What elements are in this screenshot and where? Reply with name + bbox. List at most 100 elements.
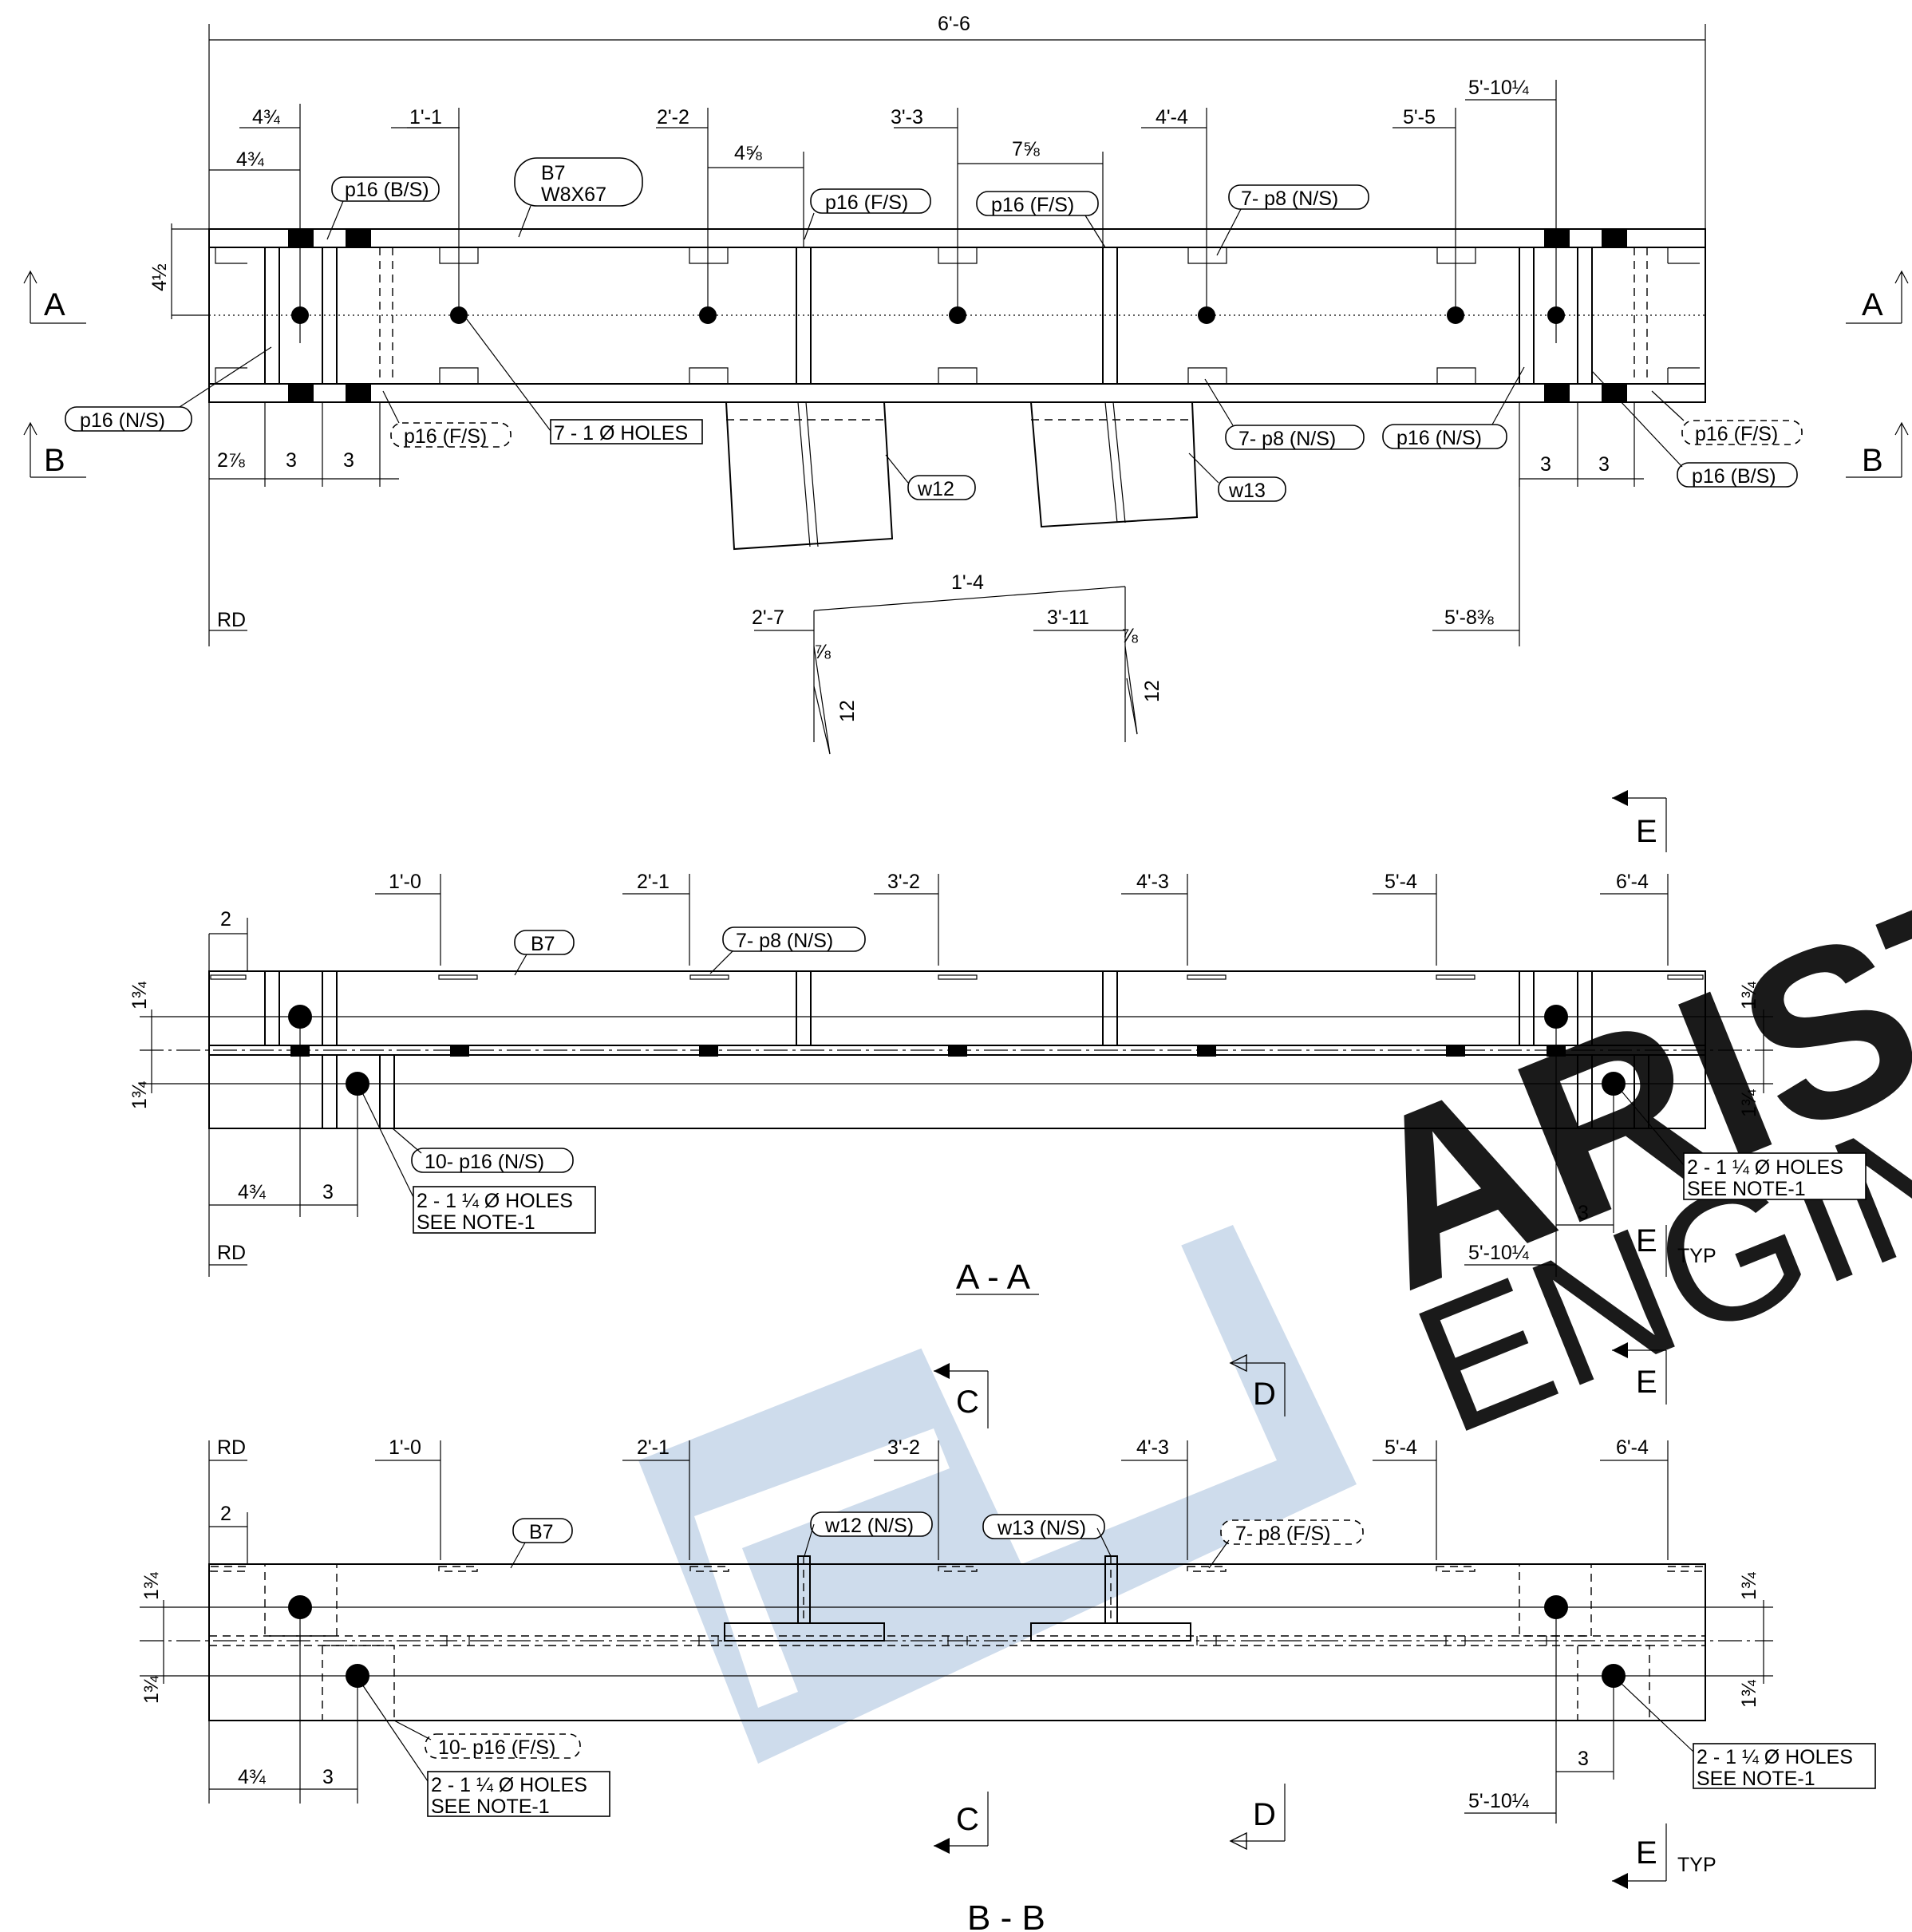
beam-size: W8X67 xyxy=(541,184,606,206)
callout-w12: w12 xyxy=(917,478,954,500)
dim-7-5-8: 7⅝ xyxy=(1012,138,1040,160)
rd-label: RD xyxy=(217,609,246,631)
dim-3-c: 3 xyxy=(1540,453,1551,476)
aa-holes-right-1: 2 - 1 ¼ Ø HOLES xyxy=(1687,1156,1843,1179)
bb-holes-left-1: 2 - 1 ¼ Ø HOLES xyxy=(431,1774,587,1796)
section-mark-a-left-label: A xyxy=(44,287,65,322)
dim-5-5: 5'-5 xyxy=(1403,106,1436,128)
aa-dim-side-2: 1¾ xyxy=(128,1081,151,1109)
dim-7-8-a: ⅞ xyxy=(814,641,831,663)
section-aa-title: A - A xyxy=(956,1258,1031,1297)
aa-mark-typ: TYP xyxy=(1677,1245,1716,1267)
section-mark-b-right-label: B xyxy=(1862,443,1883,478)
callout-p16-fs-right: p16 (F/S) xyxy=(1695,423,1778,445)
bb-callout-w12: w12 (N/S) xyxy=(824,1515,914,1537)
section-bb-title: B - B xyxy=(967,1898,1045,1932)
bb-dim-2: 2 xyxy=(220,1503,231,1525)
aa-dim-2-1: 2'-1 xyxy=(637,871,670,893)
dim-5-8-3-8: 5'-8⅜ xyxy=(1444,606,1494,629)
aa-dim-side-3: 1¾ xyxy=(1738,981,1760,1009)
aa-holes-right-2: SEE NOTE-1 xyxy=(1687,1178,1806,1200)
callout-w13: w13 xyxy=(1228,480,1266,502)
aa-dim-2: 2 xyxy=(220,908,231,930)
bb-dim-6-4: 6'-4 xyxy=(1616,1436,1649,1459)
callout-p16-bs-right: p16 (B/S) xyxy=(1692,465,1776,488)
dim-4-4: 4'-4 xyxy=(1155,106,1188,128)
aa-mark-e-bottom-label: E xyxy=(1636,1223,1657,1258)
bb-dim-side-2: 1¾ xyxy=(140,1675,163,1704)
aa-callout-p16: 10- p16 (N/S) xyxy=(425,1151,544,1173)
aa-holes-left-2: SEE NOTE-1 xyxy=(417,1211,535,1234)
bb-holes-right-1: 2 - 1 ¼ Ø HOLES xyxy=(1697,1746,1853,1768)
dim-7-8-b: ⅞ xyxy=(1121,625,1138,647)
dim-3-b: 3 xyxy=(343,449,354,472)
bb-section-mark-e-bottom[interactable]: E TYP xyxy=(1612,1823,1716,1889)
dim-1-1: 1'-1 xyxy=(409,106,442,128)
dim-4-5-8: 4⅝ xyxy=(734,142,762,164)
callout-p16-ns-left: p16 (N/S) xyxy=(80,409,165,432)
callout-p8-ns-top: 7- p8 (N/S) xyxy=(1241,188,1338,210)
bb-dim-3-b: 3 xyxy=(1578,1748,1589,1770)
bb-section-mark-e-top[interactable]: E xyxy=(1612,1342,1667,1405)
bb-dim-5-4: 5'-4 xyxy=(1385,1436,1417,1459)
aa-beam-mark: B7 xyxy=(531,933,555,955)
section-mark-a-right[interactable]: A xyxy=(1846,270,1909,324)
aa-dim-5-10-1-4: 5'-10¼ xyxy=(1468,1242,1530,1264)
bb-section-mark-c-top[interactable]: C xyxy=(934,1363,989,1428)
dim-12-a: 12 xyxy=(836,700,859,722)
bb-dim-5-10-1-4: 5'-10¼ xyxy=(1468,1790,1530,1812)
dim-5-10-1-4: 5'-10¼ xyxy=(1468,77,1530,99)
callout-holes: 7 - 1 Ø HOLES xyxy=(554,422,688,444)
aa-rd-label: RD xyxy=(217,1242,246,1264)
bb-holes-left-2: SEE NOTE-1 xyxy=(431,1796,550,1818)
aa-callout-p8: 7- p8 (N/S) xyxy=(736,930,833,952)
aa-dim-3-a: 3 xyxy=(322,1181,334,1203)
bb-dim-2-1: 2'-1 xyxy=(637,1436,670,1459)
callout-p16-bs-left: p16 (B/S) xyxy=(345,179,429,201)
section-mark-a-right-label: A xyxy=(1862,287,1883,322)
bb-mark-d-bottom-label: D xyxy=(1253,1797,1276,1832)
bb-section-mark-d-bottom[interactable]: D xyxy=(1229,1784,1286,1851)
aa-dim-6-4: 6'-4 xyxy=(1616,871,1649,893)
dim-4-3-4-b: 4¾ xyxy=(236,148,265,171)
section-mark-a-left[interactable]: A xyxy=(23,270,86,324)
bb-dim-3-a: 3 xyxy=(322,1766,334,1788)
bb-section-mark-c-bottom[interactable]: C xyxy=(934,1792,989,1854)
aa-dim-side-4: 1¾ xyxy=(1738,1088,1760,1117)
bb-dim-side-3: 1¾ xyxy=(1738,1571,1760,1600)
dim-4-1-2: 4½ xyxy=(148,263,171,291)
section-bb: RD 1'-0 2'-1 3'-2 4'-3 5'-4 6'-4 2 1¾ 1¾… xyxy=(140,1342,1876,1932)
dim-4-3-4-a: 4¾ xyxy=(252,106,281,128)
bb-section-mark-d-top[interactable]: D xyxy=(1229,1353,1286,1416)
dim-1-4: 1'-4 xyxy=(951,571,984,594)
bb-dim-side-1: 1¾ xyxy=(140,1571,163,1600)
bb-mark-e-bottom-label: E xyxy=(1636,1835,1657,1871)
bb-dim-1-0: 1'-0 xyxy=(389,1436,421,1459)
section-mark-b-left[interactable]: B xyxy=(23,421,86,478)
dim-3-3: 3'-3 xyxy=(891,106,923,128)
aa-dim-side-1: 1¾ xyxy=(128,981,151,1009)
dim-12-b: 12 xyxy=(1141,680,1163,702)
aa-dim-4-3: 4'-3 xyxy=(1136,871,1169,893)
callout-p8-ns-low: 7- p8 (N/S) xyxy=(1238,428,1336,450)
beam-mark: B7 xyxy=(541,162,566,184)
bb-dim-4-3: 4'-3 xyxy=(1136,1436,1169,1459)
aa-section-mark-e-top[interactable]: E xyxy=(1612,790,1667,852)
bb-callout-p16: 10- p16 (F/S) xyxy=(438,1736,555,1759)
dim-2-7-8: 2⅞ xyxy=(217,449,245,472)
aa-section-mark-e-bottom[interactable]: E TYP xyxy=(1636,1223,1716,1277)
top-view: 6'-6 xyxy=(23,13,1909,755)
aa-holes-left-1: 2 - 1 ¼ Ø HOLES xyxy=(417,1190,573,1212)
bb-dim-4-3-4: 4¾ xyxy=(238,1766,267,1788)
section-mark-b-right[interactable]: B xyxy=(1846,421,1909,478)
dim-3-a: 3 xyxy=(286,449,297,472)
callout-p16-fs-left-low: p16 (F/S) xyxy=(404,425,487,448)
bb-dim-side-4: 1¾ xyxy=(1738,1679,1760,1708)
aa-dim-3-b: 3 xyxy=(1578,1202,1589,1224)
aa-dim-3-2: 3'-2 xyxy=(887,871,920,893)
section-aa: 1'-0 2'-1 3'-2 4'-3 5'-4 6'-4 2 1¾ 1¾ 1¾… xyxy=(128,790,1867,1297)
callout-p16-fs-2: p16 (F/S) xyxy=(991,194,1074,216)
callout-p16-ns-right: p16 (N/S) xyxy=(1396,427,1482,449)
dim-3-d: 3 xyxy=(1598,453,1610,476)
